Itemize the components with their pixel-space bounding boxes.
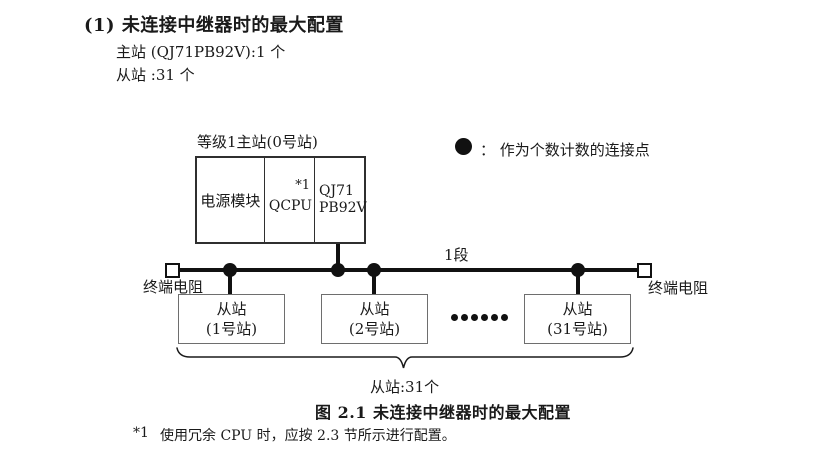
slave31-drop-line <box>576 272 580 294</box>
slave31-label-line1: 从站 <box>562 300 593 318</box>
power-module-cell: 电源模块 <box>197 158 264 242</box>
terminator-left-label: 终端电阻 <box>143 278 204 296</box>
slave-station-31-box: 从站 (31号站) <box>524 294 631 344</box>
bus-line <box>178 268 638 272</box>
slave1-drop-line <box>228 272 232 294</box>
slave1-label-line1: 从站 <box>216 300 247 318</box>
bus-node-dot <box>223 263 237 277</box>
terminator-right-square <box>637 263 652 278</box>
slave-station-1-box: 从站 (1号站) <box>178 294 285 344</box>
qcpu-footnote-ref: *1 <box>295 178 310 193</box>
master-drop-line <box>336 244 340 270</box>
legend-connection-dot-icon <box>455 138 472 155</box>
slave2-label-line1: 从站 <box>359 300 390 318</box>
pb92v-label-line1: QJ71 <box>319 183 354 199</box>
bus-node-dot <box>367 263 381 277</box>
slave1-label-line2: (1号站) <box>205 320 258 338</box>
legend-text: ： 作为个数计数的连接点 <box>480 141 650 159</box>
slave-count-line: 从站 :31 个 <box>116 66 195 84</box>
slave-station-2-box: 从站 (2号站) <box>321 294 428 344</box>
footnote-text: 使用冗余 CPU 时，应按 2.3 节所示进行配置。 <box>160 428 456 444</box>
ellipsis-dots-icon <box>451 314 508 321</box>
bus-node-dot <box>331 263 345 277</box>
brace-label: 从站:31个 <box>370 378 440 396</box>
section-title: (1) 未连接中继器时的最大配置 <box>84 15 344 36</box>
terminator-right-label: 终端电阻 <box>648 279 709 297</box>
master-count-line: 主站 (QJ71PB92V):1 个 <box>116 43 286 61</box>
master-station-box: 电源模块 *1 QCPU QJ71 PB92V <box>195 156 367 244</box>
terminator-left-square <box>165 263 180 278</box>
power-module-label: 电源模块 <box>200 191 261 210</box>
slave2-label-line2: (2号站) <box>348 320 401 338</box>
pb92v-label-line2: PB92V <box>319 200 367 216</box>
segment-label: 1段 <box>444 246 469 264</box>
slave31-label-line2: (31号站) <box>547 320 608 338</box>
qcpu-cell: *1 QCPU <box>263 158 314 242</box>
footnote-marker: *1 <box>133 425 149 441</box>
qcpu-label: QCPU <box>268 198 313 214</box>
figure-caption: 图 2.1 未连接中继器时的最大配置 <box>315 403 571 422</box>
bus-node-dot <box>571 263 585 277</box>
pb92v-cell: QJ71 PB92V <box>314 158 367 242</box>
underbrace <box>176 347 634 369</box>
master-station-label: 等级1主站(0号站) <box>197 133 318 151</box>
slave2-drop-line <box>372 272 376 294</box>
